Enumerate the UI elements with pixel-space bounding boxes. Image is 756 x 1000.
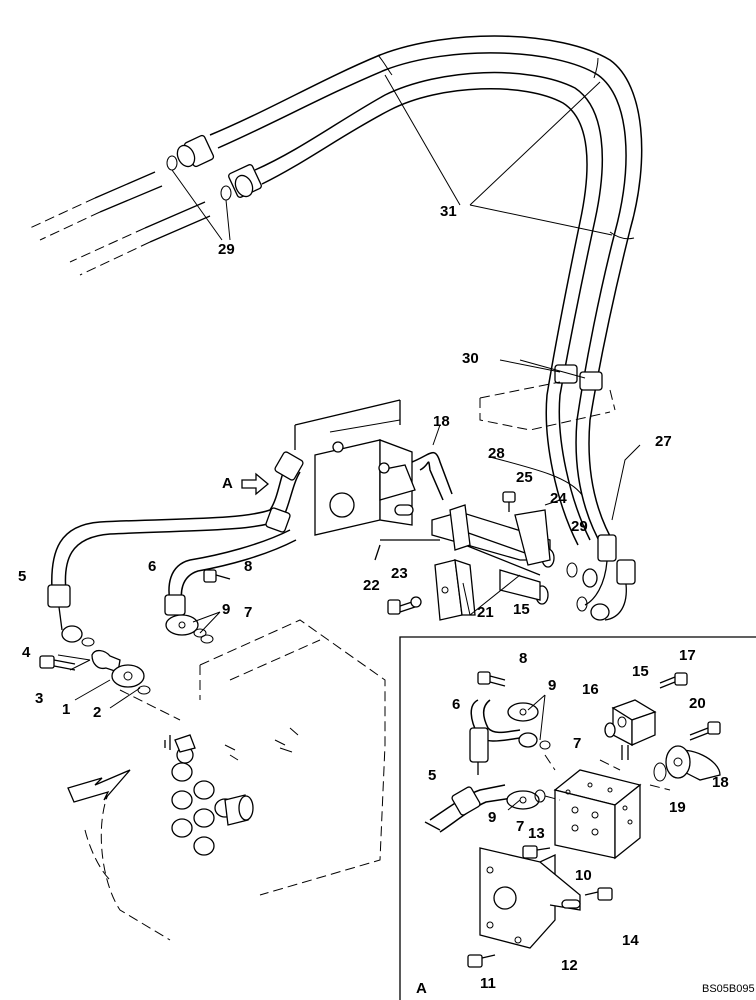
inset-callout-11: 11 xyxy=(480,975,496,992)
left-hoses xyxy=(39,451,304,709)
inset-callout-7-lower: 7 xyxy=(516,818,524,835)
inset-callout-20: 20 xyxy=(689,695,706,712)
callout-9: 9 xyxy=(222,601,230,618)
inset-callout-6: 6 xyxy=(452,696,460,713)
overhead-hose-pair xyxy=(29,35,643,549)
callout-29-right: 29 xyxy=(571,518,588,535)
callout-23: 23 xyxy=(391,565,408,582)
callout-8: 8 xyxy=(244,558,252,575)
view-a-arrow xyxy=(241,472,270,496)
callout-1: 1 xyxy=(62,701,70,718)
detail-view-a-inset xyxy=(399,636,756,1000)
inset-callout-15: 15 xyxy=(632,663,649,680)
callout-21: 21 xyxy=(477,604,494,621)
callout-15: 15 xyxy=(513,601,530,618)
callout-6: 6 xyxy=(148,558,156,575)
view-a-label: A xyxy=(222,475,233,492)
callout-25: 25 xyxy=(516,469,533,486)
valve-bracket-assembly xyxy=(294,399,561,621)
drawing-code: BS05B095 xyxy=(702,983,755,995)
inset-callout-13: 13 xyxy=(528,825,545,842)
inset-callout-5: 5 xyxy=(428,767,436,784)
callout-3: 3 xyxy=(35,690,43,707)
inset-callout-17: 17 xyxy=(679,647,696,664)
callout-4: 4 xyxy=(22,644,31,661)
inset-callout-9-lower: 9 xyxy=(488,809,496,826)
lower-hose-ends xyxy=(489,444,641,621)
main-callouts: 31 29 30 18 28 27 25 24 29 6 8 9 7 5 4 3… xyxy=(18,203,672,721)
inset-label: A xyxy=(416,980,427,997)
forward-direction-arrow xyxy=(67,769,131,803)
inset-callout-16: 16 xyxy=(582,681,599,698)
callout-29-top: 29 xyxy=(218,241,235,258)
inset-callout-7-upper: 7 xyxy=(573,735,581,752)
callout-7: 7 xyxy=(244,604,252,621)
dashed-support xyxy=(479,381,616,431)
inset-callout-18: 18 xyxy=(712,774,729,791)
callout-2: 2 xyxy=(93,704,101,721)
callout-5: 5 xyxy=(18,568,26,585)
callout-18: 18 xyxy=(433,413,450,430)
inset-callout-14: 14 xyxy=(622,932,639,949)
hose-clamp-30 xyxy=(499,359,603,391)
callout-30: 30 xyxy=(462,350,479,367)
inset-callout-10: 10 xyxy=(575,867,592,884)
inset-callout-12: 12 xyxy=(561,957,578,974)
inset-callout-8: 8 xyxy=(519,650,527,667)
callout-22: 22 xyxy=(363,577,380,594)
inset-callout-9: 9 xyxy=(548,677,556,694)
callout-27: 27 xyxy=(655,433,672,450)
inset-callout-19: 19 xyxy=(669,799,686,816)
control-valve-outline xyxy=(84,619,386,941)
callout-31: 31 xyxy=(440,203,457,220)
inset-callouts: 8 9 6 7 5 9 7 13 15 16 17 20 18 19 10 14… xyxy=(416,647,729,997)
callout-28: 28 xyxy=(488,445,505,462)
callout-24: 24 xyxy=(550,490,567,507)
